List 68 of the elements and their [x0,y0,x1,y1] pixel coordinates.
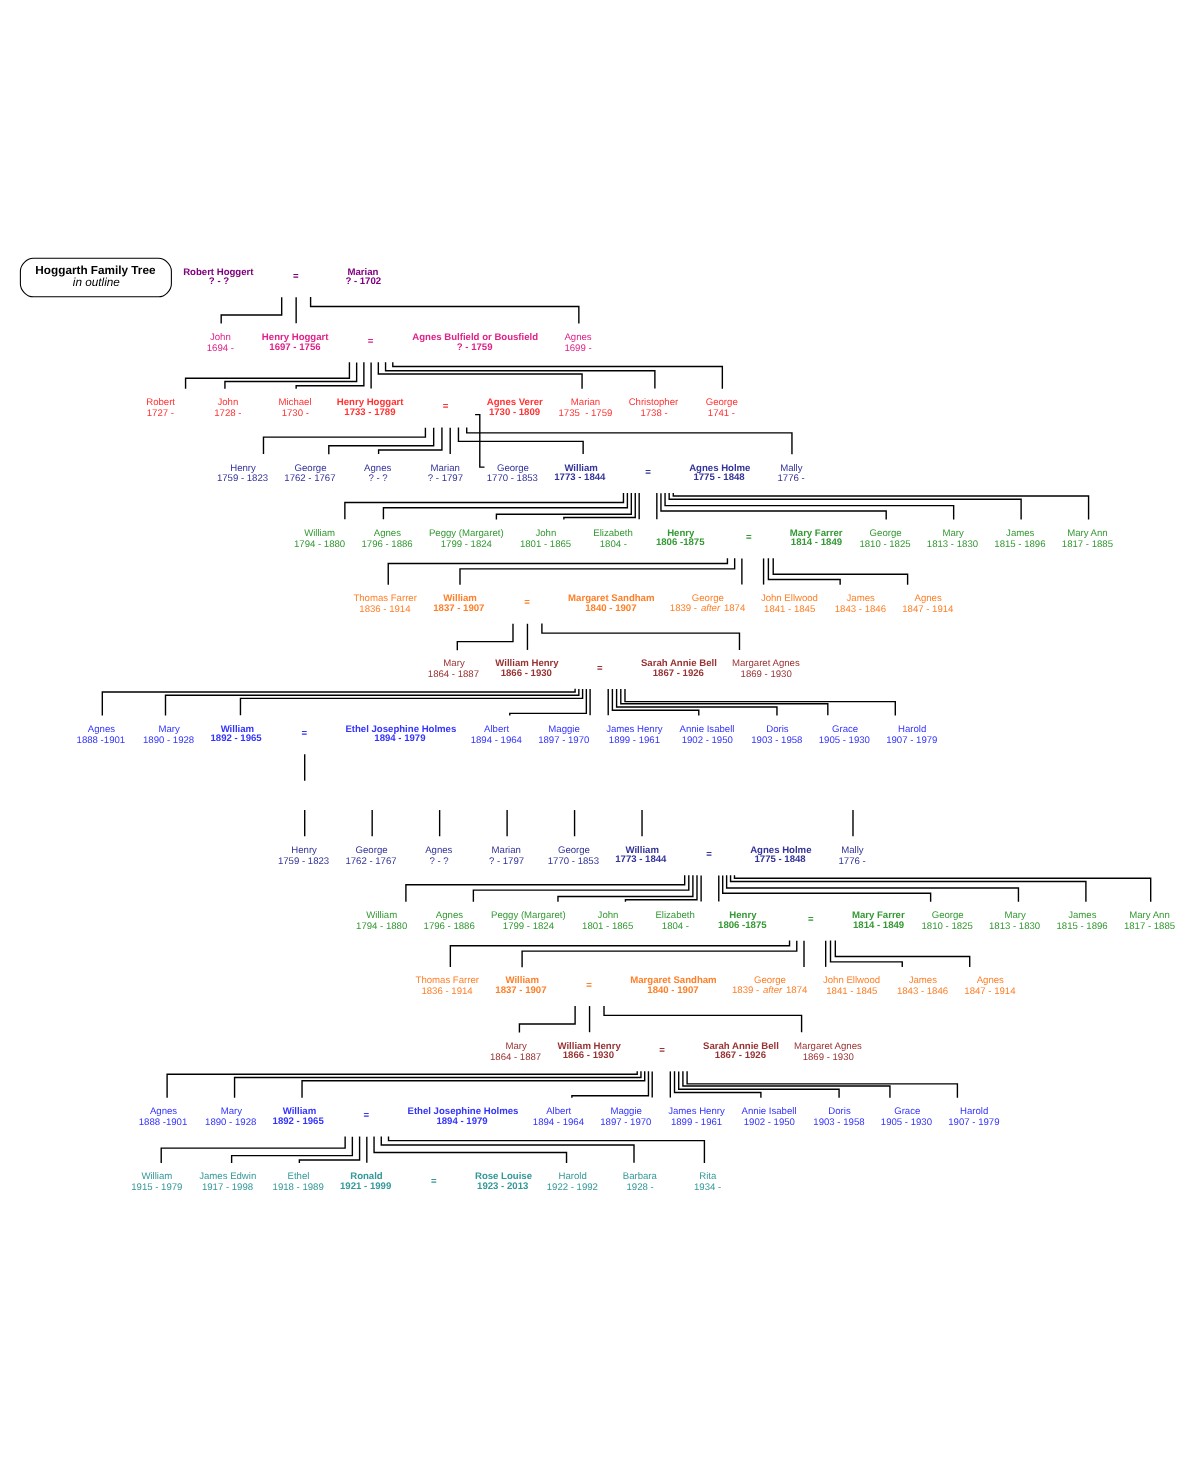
connector [557,874,694,903]
connector [466,426,793,455]
connector [588,1005,591,1033]
connector [660,492,887,521]
connector [472,874,690,903]
connector [526,623,529,651]
connector [852,809,854,837]
connector [669,1070,671,1099]
connector [377,426,443,455]
connector [301,1070,646,1099]
connector [377,361,583,390]
connector [230,1136,354,1164]
connector [700,874,702,903]
connector [725,874,1020,903]
connector [722,874,932,903]
connector [449,427,451,455]
connector [184,361,351,390]
connector [638,492,640,520]
connector [295,361,365,390]
connector [571,1070,650,1099]
connector [459,557,736,586]
connector [741,557,743,586]
connector [224,361,358,390]
connector [509,688,588,717]
connector [641,809,643,837]
connector [521,939,798,968]
connector [380,1135,635,1164]
connector [304,809,306,837]
connector [651,1070,653,1099]
connector [239,688,584,717]
connector [620,688,829,717]
connector [668,492,1022,521]
connector [624,874,698,903]
connector [615,688,778,717]
connector [366,1136,368,1164]
connector [506,809,508,837]
connector [370,361,372,390]
connector [729,874,1087,903]
connector [304,753,306,782]
connector [829,939,903,968]
connector [656,492,658,520]
connector [309,296,580,325]
connector [767,557,841,586]
connector [438,809,441,837]
connector [664,492,955,521]
connector [611,688,700,717]
connector [678,1070,840,1099]
connector [825,940,827,968]
connector [456,623,514,651]
connector [298,1135,361,1164]
connector [762,557,765,586]
connector [673,1070,762,1099]
connector [518,1005,576,1034]
connector [718,874,720,903]
connector [373,1135,568,1164]
connector [371,809,373,837]
connector [682,1070,891,1099]
connector [589,688,591,716]
connector [474,413,486,468]
connector [573,809,576,837]
connector [563,492,636,521]
connector [803,940,805,968]
connector [495,492,632,521]
connector [457,426,584,455]
connector [295,296,297,324]
connector [607,688,609,716]
connector [328,427,435,455]
connector [384,361,656,390]
